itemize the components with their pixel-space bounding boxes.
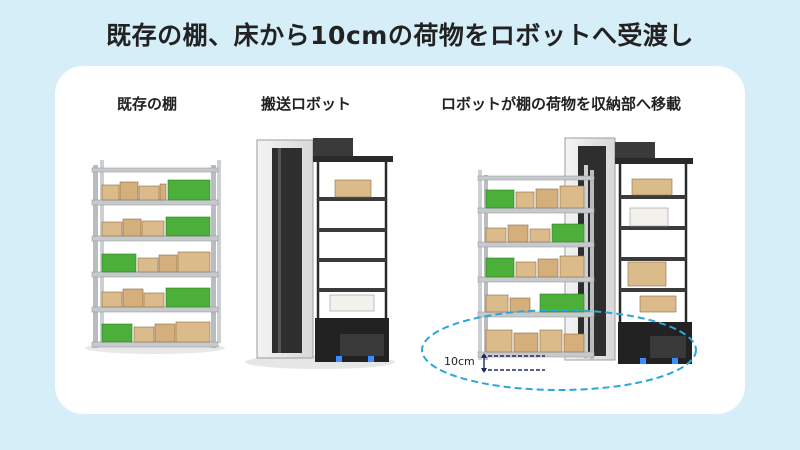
transfer-robot <box>245 138 395 369</box>
existing-shelf <box>85 160 225 354</box>
caption-existing-shelf: 既存の棚 <box>117 95 178 113</box>
page-title: 既存の棚、床から10cmの荷物をロボットへ受渡し <box>106 21 694 50</box>
robot-transfer-scene <box>421 137 697 391</box>
caption-robot-stores: ロボットが棚の荷物を収納部へ移載 <box>441 95 682 113</box>
caption-transfer-robot: 搬送ロボット <box>261 95 352 113</box>
dimension-label: 10cm <box>444 355 475 368</box>
